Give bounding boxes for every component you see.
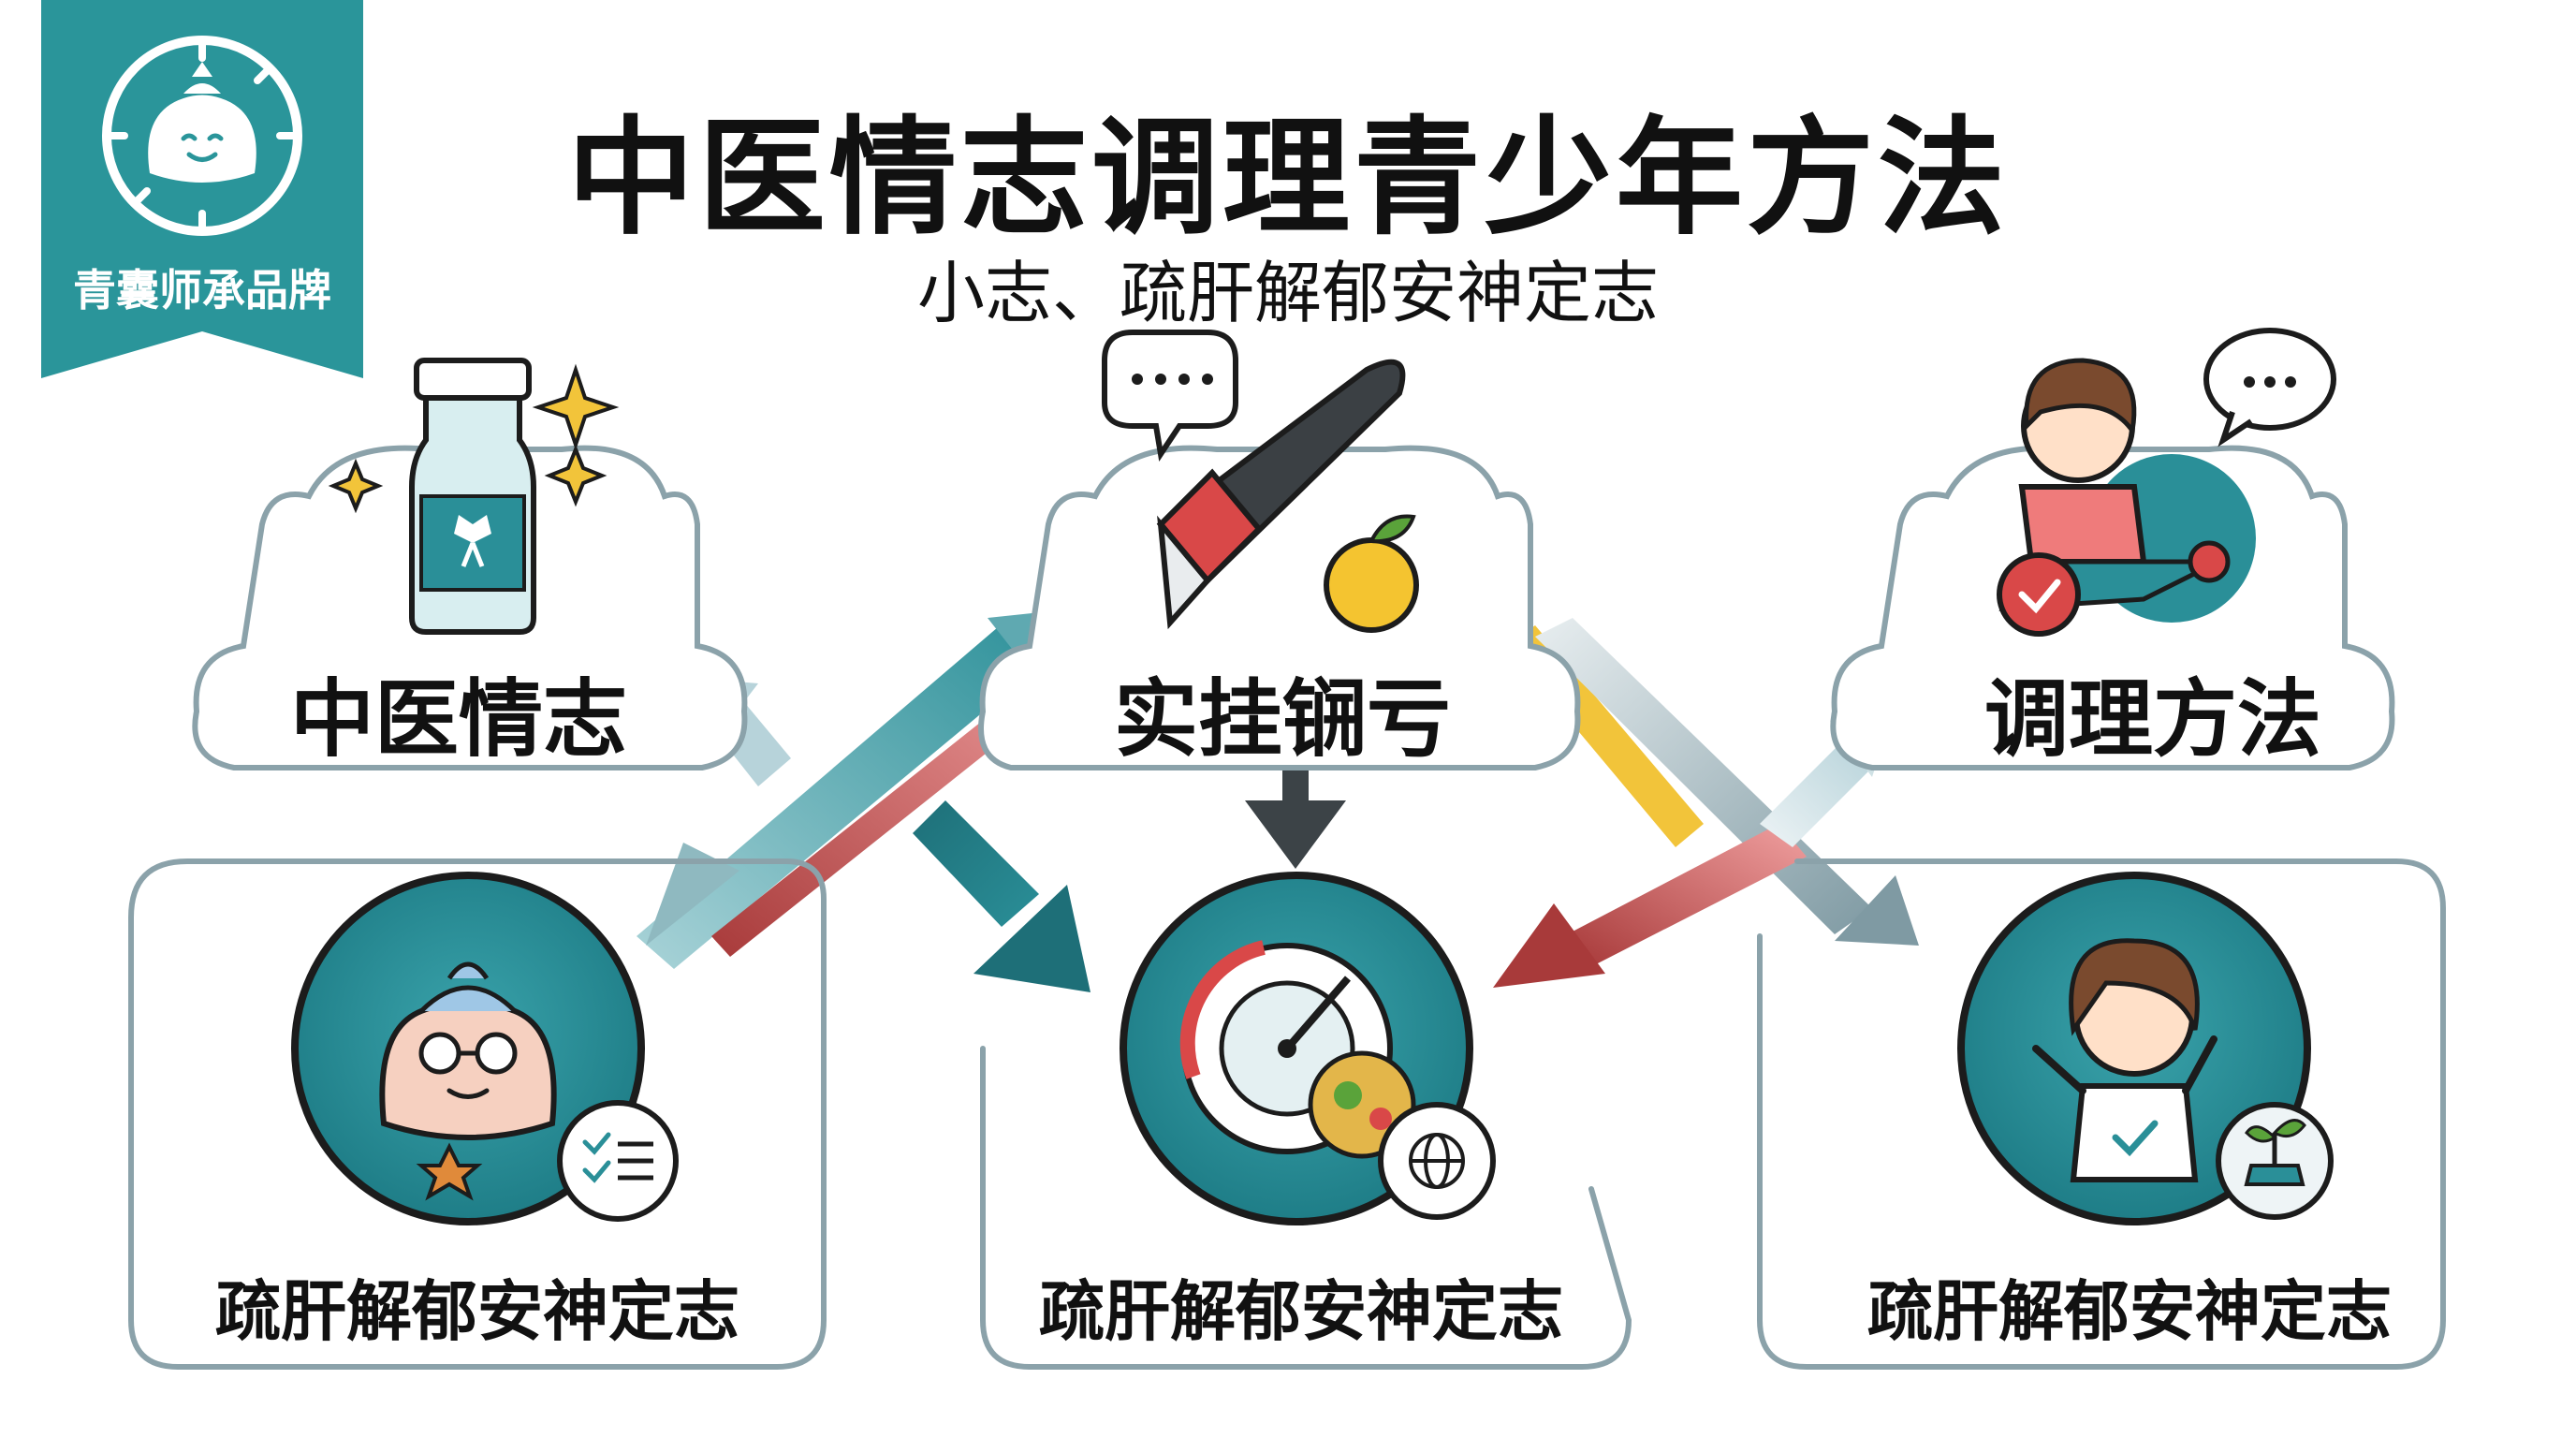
circle-node-center xyxy=(1120,872,1496,1225)
arrow-teal-down-left-head xyxy=(646,843,739,946)
sparkle-icon xyxy=(328,363,620,514)
playing-child-icon xyxy=(1997,328,2336,637)
checklist-icon xyxy=(557,1100,679,1222)
node-label-center-top: 实挂锎亏 xyxy=(1114,670,1451,769)
circle-node-left xyxy=(291,872,679,1225)
arrow-teal-down-right-head xyxy=(973,885,1090,992)
node-label-bottom-left: 疏肝解郁安神定志 xyxy=(215,1273,739,1350)
panel-frame-center xyxy=(980,1046,1632,1370)
globe-icon xyxy=(1378,1102,1496,1220)
panel-frame-left xyxy=(128,858,827,1370)
panel-frame-right xyxy=(1757,858,2446,1370)
node-label-bottom-center: 疏肝解郁安神定志 xyxy=(1039,1273,1563,1350)
gauge-dial-icon xyxy=(1179,940,1416,1159)
happy-child-icon xyxy=(2032,938,2217,1182)
node-label-bottom-right: 疏肝解郁安神定志 xyxy=(1867,1273,2392,1350)
herb-pouch-with-glasses-icon xyxy=(379,961,557,1201)
arrow-center-down-head xyxy=(1245,800,1346,869)
arrow-pale-up-right xyxy=(1760,744,1872,847)
brand-label: 青囊师承品牌 xyxy=(73,265,331,315)
page-title: 中医情志调理青少年方法 xyxy=(567,105,2009,253)
orange-fruit-icon xyxy=(1324,514,1419,633)
arrow-red-down-left-head xyxy=(1493,903,1605,988)
speech-bubble-icon xyxy=(1102,330,1238,462)
brand-banner xyxy=(41,0,363,378)
herb-pouch-smile-icon xyxy=(102,36,302,236)
arrow-teal-down-right xyxy=(913,800,1039,927)
node-label-tcm-emotion: 中医情志 xyxy=(290,670,627,769)
medicine-bottle-icon xyxy=(328,358,620,635)
pen-and-fruit-icon xyxy=(1102,330,1419,633)
circle-node-right xyxy=(1957,872,2334,1225)
page-subtitle: 小志、疏肝解郁安神定志 xyxy=(916,254,1659,332)
node-label-methods: 调理方法 xyxy=(1984,670,2321,769)
arrow-red-down-left xyxy=(1573,824,1807,964)
speech-bubble-icon xyxy=(2203,328,2336,448)
arrow-gray-down-right-head xyxy=(1835,875,1919,946)
seedling-icon xyxy=(2216,1102,2334,1220)
arrow-teal-up-left xyxy=(637,610,1060,969)
